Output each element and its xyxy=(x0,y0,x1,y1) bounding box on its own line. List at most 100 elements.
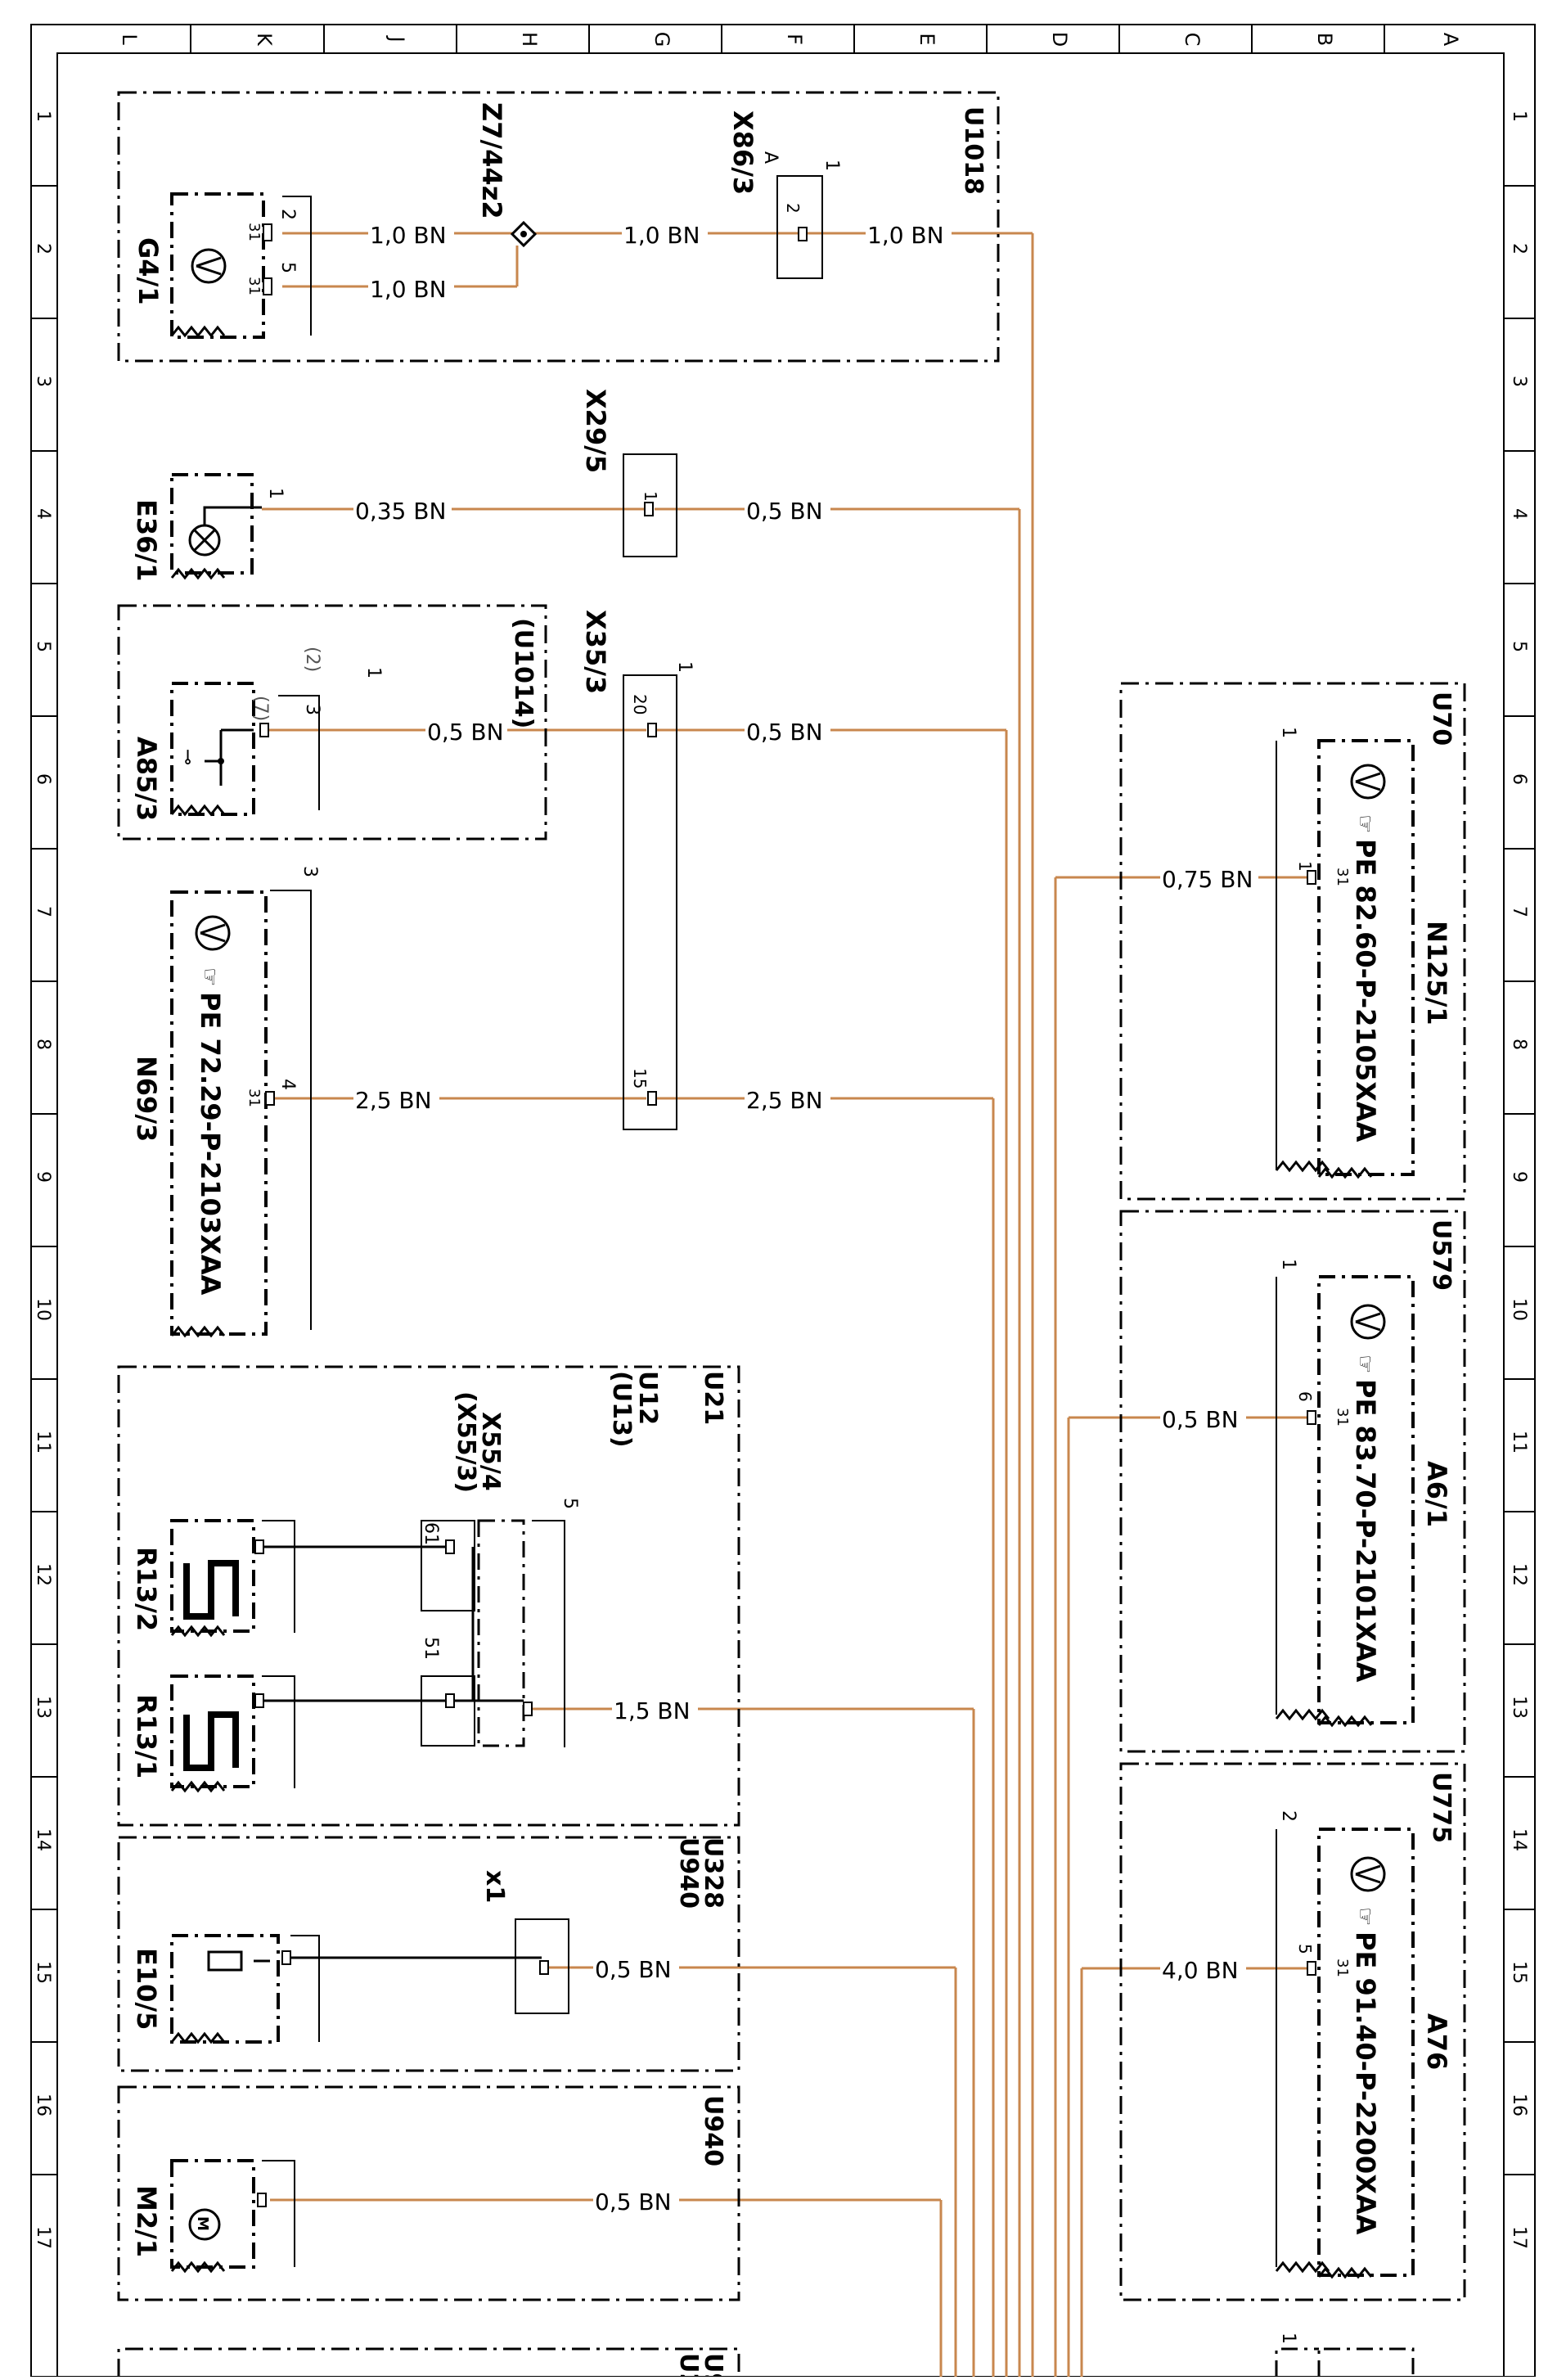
pin-3: 3 xyxy=(302,704,322,715)
component-n125-1: ☞ PE 82.60-P-2105XAA N125/1 31 1 1 xyxy=(1275,727,1452,1179)
col-label: E xyxy=(916,33,938,45)
pin-31: 31 xyxy=(245,1089,263,1107)
row-label: 1 xyxy=(1509,110,1529,122)
row-label: 10 xyxy=(1509,1298,1529,1321)
group-u579: U579 xyxy=(1119,1210,1466,1753)
key-icon: ⊸ xyxy=(177,749,200,765)
pin-1: 1 xyxy=(1278,2333,1298,2344)
row-label: 13 xyxy=(1509,1696,1529,1719)
pin-2: 2 xyxy=(1278,1810,1298,1822)
wire-labels-row6: 0,5 BN 0,5 BN xyxy=(425,716,830,746)
col-label: F xyxy=(783,34,806,45)
wire-label: 1,0 BN xyxy=(370,276,447,303)
wire-labels-row15: 0,5 BN xyxy=(593,1954,679,1983)
row-label: 17 xyxy=(33,2226,53,2249)
wire-label: 0,5 BN xyxy=(746,719,823,746)
col-label: D xyxy=(1048,32,1071,47)
pin-1: 1 xyxy=(265,488,286,499)
pin-31: 31 xyxy=(1334,868,1351,886)
label-x1: x1 xyxy=(480,1870,509,1903)
wire-label: 1,0 BN xyxy=(623,222,700,249)
row-label: 3 xyxy=(33,376,53,387)
pin-7: (7) xyxy=(250,696,271,721)
col-label: G xyxy=(650,32,673,47)
group-label-u70: U70 xyxy=(1427,692,1456,746)
row-label: 16 xyxy=(1509,2094,1529,2116)
wire-labels-row17: 0,5 BN xyxy=(593,2186,679,2215)
wire-label: 1,0 BN xyxy=(370,222,447,249)
row-label: 11 xyxy=(33,1431,53,1454)
row-label: 8 xyxy=(33,1039,53,1050)
sensor-icon xyxy=(191,248,227,284)
row-label: 13 xyxy=(33,1696,53,1719)
col-label: L xyxy=(118,34,141,45)
row-label: 7 xyxy=(1509,906,1529,917)
label-n125-1: N125/1 xyxy=(1421,921,1452,1025)
component-e10-5: E10/5 xyxy=(131,1934,320,2044)
component-a85-3: ⊸ A85/3 (7) (2) 1 3 xyxy=(131,647,384,821)
heater-icon xyxy=(183,1560,239,1620)
label-x55-4: X55/4 xyxy=(476,1412,505,1491)
component-e36-1: E36/1 1 xyxy=(131,473,286,581)
group-label-u1018: U1018 xyxy=(959,106,988,195)
row-label: 4 xyxy=(1509,508,1529,520)
wire-labels-u70: 0,75 BN xyxy=(1160,863,1258,893)
group-label-u579: U579 xyxy=(1427,1219,1456,1291)
heater-icon xyxy=(183,1711,239,1771)
pin-1: 1 xyxy=(1278,727,1298,738)
pe-ref-a76: PE 91.40-P-2200XAA xyxy=(1350,1931,1381,2235)
control-unit-icon xyxy=(1350,1304,1386,1340)
group-label-u328: U328 xyxy=(699,1837,727,1909)
label-x55-3: (X55/3) xyxy=(452,1391,480,1493)
row-label: 5 xyxy=(33,641,53,652)
pin-3: 3 xyxy=(299,866,320,877)
wire-label: 0,5 BN xyxy=(746,498,823,525)
pin-2: (2) xyxy=(302,647,322,672)
component-n69-3: ☞ PE 72.29-P-2103XAA N69/3 31 4 3 xyxy=(131,866,320,1337)
col-label: B xyxy=(1313,33,1336,46)
pin-2: 2 xyxy=(277,209,298,220)
row-label: 12 xyxy=(1509,1563,1529,1586)
pin-1: 1 xyxy=(821,160,842,171)
wire-labels-row13: 1,5 BN xyxy=(612,1695,698,1724)
group-u775: U775 xyxy=(1119,1762,1466,2301)
connector-x29-5: X29/5 1 xyxy=(580,389,677,557)
row-label: 17 xyxy=(1509,2226,1529,2249)
row-label: 16 xyxy=(33,2094,53,2116)
group-label-u12: U12 xyxy=(633,1371,662,1425)
col-label: H xyxy=(518,32,541,47)
wire-labels-row2: 1,0 BN 1,0 BN 1,0 BN 1,0 BN xyxy=(368,219,952,303)
pin-2: 2 xyxy=(783,203,803,214)
pe-reference-icon: ☞ xyxy=(1352,1907,1377,1926)
col-label: K xyxy=(253,33,276,47)
pin-20: 20 xyxy=(630,694,650,714)
col-label: A xyxy=(1439,33,1462,47)
pin-4: 4 xyxy=(277,1079,298,1090)
component-r13-1: R13/1 xyxy=(131,1675,295,1792)
label-g4-1: G4/1 xyxy=(133,237,164,304)
row-label: 2 xyxy=(33,243,53,255)
row-label: 7 xyxy=(33,906,53,917)
label-a85-3: A85/3 xyxy=(131,737,162,821)
label-x29-5: X29/5 xyxy=(580,389,611,473)
group-u1014: (U1014) xyxy=(117,604,547,841)
col-label: C xyxy=(1181,33,1204,47)
connector-x55-4: X55/4 (X55/3) 61 51 5 xyxy=(421,1391,580,1747)
motor-icon xyxy=(188,2208,221,2241)
label-x86-3: X86/3 xyxy=(727,110,758,195)
pe-ref-n125-1: PE 82.60-P-2105XAA xyxy=(1350,839,1381,1143)
label-x35-3: X35/3 xyxy=(580,610,611,694)
group-u70: U70 xyxy=(1119,682,1466,1201)
row-label: 14 xyxy=(1509,1828,1529,1851)
row-label: 2 xyxy=(1509,243,1529,255)
wire-label: 0,5 BN xyxy=(595,2188,672,2215)
col-label: J xyxy=(385,34,408,42)
component-r13-2: R13/2 xyxy=(131,1519,295,1637)
wire-labels-u579: 0,5 BN xyxy=(1160,1404,1246,1433)
led-icon xyxy=(207,1950,243,1972)
group-label-u24: U24 xyxy=(674,2353,703,2377)
